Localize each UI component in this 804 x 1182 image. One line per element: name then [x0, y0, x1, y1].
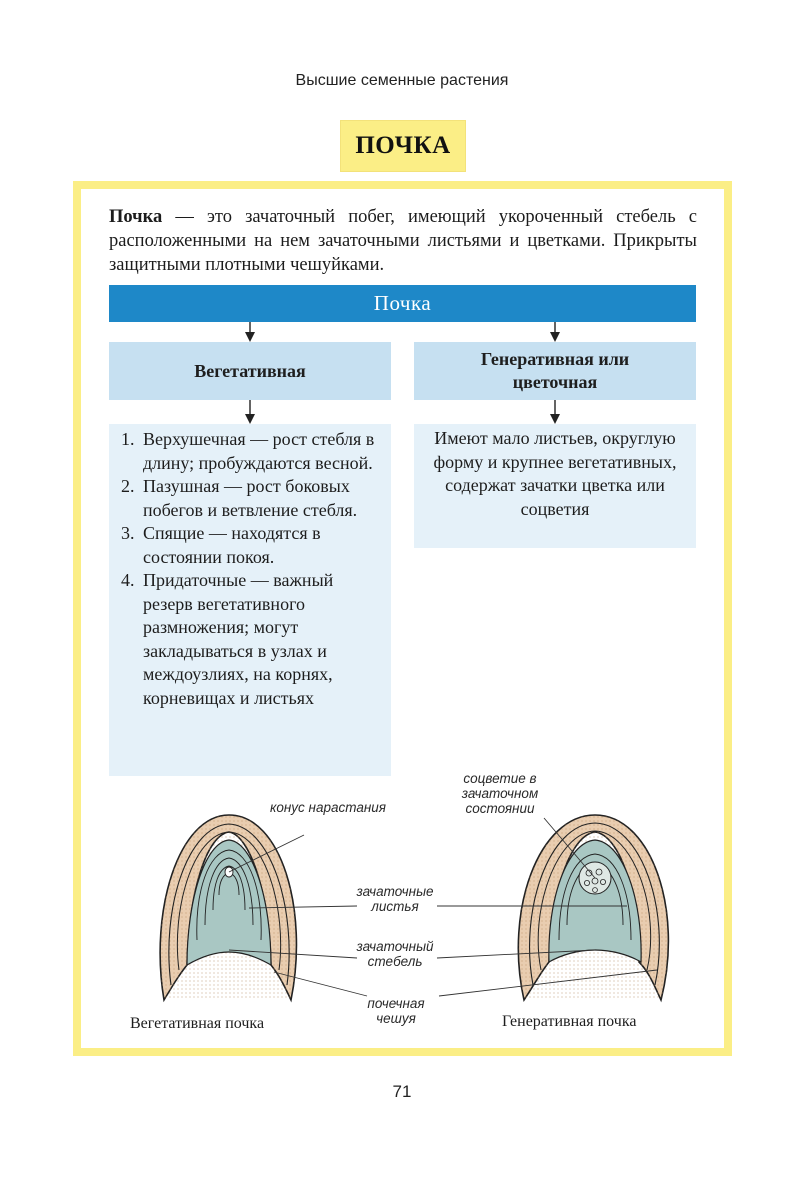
- page-number: 71: [392, 1082, 412, 1101]
- list-item: 2.Пазушная — рост боковых побегов и ветв…: [121, 476, 358, 520]
- content-frame: [73, 181, 732, 1056]
- page-title: ПОЧКА: [340, 120, 466, 172]
- generative-description: Имеют мало листьев, округлую форму и кру…: [414, 424, 696, 548]
- arrow-down-icon: [245, 400, 255, 424]
- arrow-down-icon: [550, 400, 560, 424]
- running-head: Высшие семенные растения: [295, 72, 509, 89]
- label-inflorescence: соцветие в зачаточном состоянии: [461, 771, 539, 816]
- generative-bud-drawing: [517, 814, 670, 1003]
- list-item: 1.Верхушечная — рост стебля в длину; про…: [121, 429, 375, 473]
- vegetative-bud-drawing: [159, 814, 298, 1003]
- generative-heading: Генеративная или цветочная: [414, 342, 696, 400]
- label-leaves: зачаточные листья: [356, 884, 434, 914]
- definition-term: Почка: [109, 207, 163, 227]
- vegetative-list: 1.Верхушечная — рост стебля в длину; про…: [115, 428, 383, 710]
- arrow-down-icon: [550, 322, 560, 342]
- diagram-root-banner: Почка: [109, 285, 696, 322]
- list-item: 4.Придаточные — важный резерв вегетативн…: [121, 570, 334, 708]
- caption-generative-bud: Генеративная почка: [502, 1013, 637, 1030]
- label-stem: зачаточный стебель: [356, 939, 434, 969]
- list-item: 3.Спящие — находятся в состоянии покоя.: [121, 523, 321, 567]
- vegetative-heading: Вегетативная: [109, 342, 391, 400]
- definition-text: — это зачаточный побег, имеющий укорочен…: [109, 207, 697, 275]
- label-scale: почечная чешуя: [367, 996, 425, 1026]
- bud-illustration: [159, 814, 670, 1003]
- definition-paragraph: Почка — это зачаточный побег, имеющий ук…: [109, 205, 697, 277]
- vegetative-list-box: 1.Верхушечная — рост стебля в длину; про…: [109, 424, 391, 776]
- caption-vegetative-bud: Вегетативная почка: [130, 1015, 265, 1032]
- arrow-down-icon: [245, 322, 255, 342]
- label-growth-cone: конус нарастания: [269, 800, 386, 815]
